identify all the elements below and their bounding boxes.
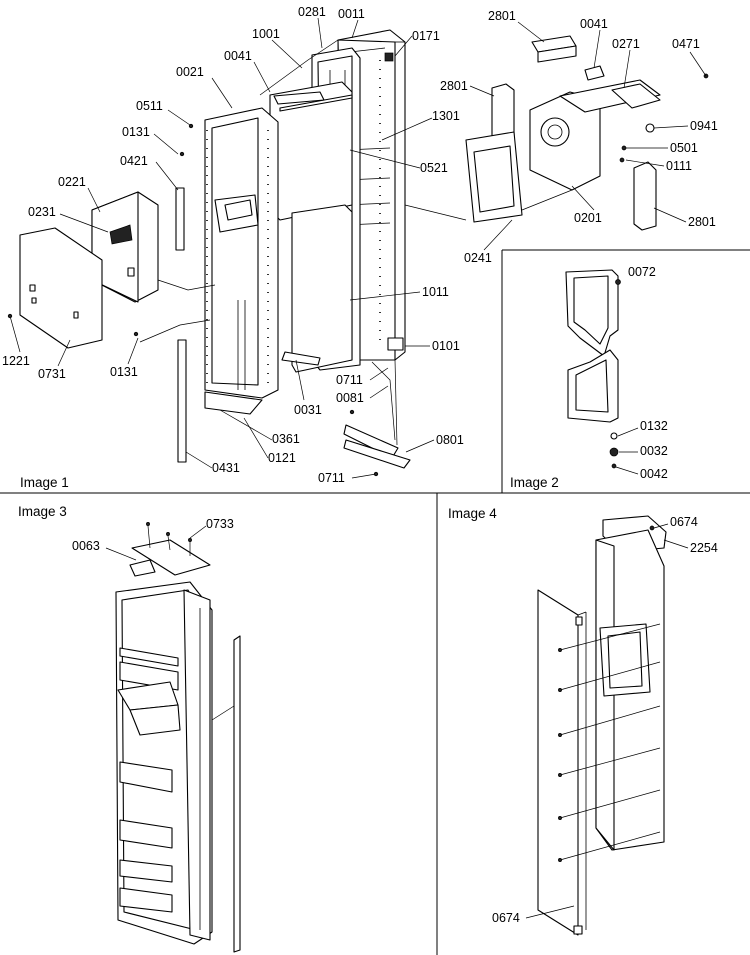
part-label: 1011: [422, 285, 449, 299]
part-label: 2254: [690, 541, 718, 555]
image2-view: 0072 0132 0032 0042 Image 2: [510, 265, 668, 490]
part-label: 0241: [464, 251, 492, 265]
image4-assembly-lines: [558, 623, 661, 862]
side-trim-strip: [233, 635, 241, 953]
part-label: 0674: [670, 515, 698, 529]
part-strip-0431: [177, 339, 187, 463]
part-label: 0063: [72, 539, 100, 553]
part-label: 0171: [412, 29, 440, 43]
screws: [7, 123, 379, 477]
part-label: 0361: [272, 432, 300, 446]
inner-door-liner: [204, 107, 279, 415]
hinge-plate: [131, 539, 211, 576]
panel-label: Image 2: [510, 475, 559, 490]
part-label: 2801: [488, 9, 516, 23]
part-label: 0101: [432, 339, 460, 353]
panel-label: Image 1: [20, 475, 69, 490]
image3-door-assembly: Image 3 0063 0733: [18, 504, 241, 953]
image1-labels: 0281 0011 1001 0171 0021 0041 0511 1301 …: [2, 5, 464, 485]
part-label: 0032: [640, 444, 668, 458]
part-label: 0271: [612, 37, 640, 51]
door-front-cover: [537, 589, 579, 936]
module-labels: 2801 0041 0271 0471 2801 0941 0501 0111 …: [440, 9, 718, 265]
part-label: 0421: [120, 154, 148, 168]
part-label: 0711: [336, 373, 363, 387]
part-label: 0281: [298, 5, 326, 19]
part-label: 0041: [580, 17, 608, 31]
part-label: 0941: [690, 119, 718, 133]
dispenser-motor-module: [404, 35, 709, 231]
part-label: 0011: [338, 7, 365, 21]
part-label: 0121: [268, 451, 296, 465]
part-strip-0421: [175, 187, 185, 251]
lower-insert-panel: [291, 204, 353, 373]
door-shelves: [117, 647, 181, 913]
part-label: 0471: [672, 37, 700, 51]
part-label: 0201: [574, 211, 602, 225]
part-label: 0674: [492, 911, 520, 925]
part-label: 0221: [58, 175, 86, 189]
part-label: 0733: [206, 517, 234, 531]
part-label: 0231: [28, 205, 56, 219]
part-label: 0501: [670, 141, 698, 155]
part-label: 0132: [640, 419, 668, 433]
part-label: 0131: [122, 125, 150, 139]
panel-label: Image 3: [18, 504, 67, 519]
part-label: 0431: [212, 461, 240, 475]
part-label: 0131: [110, 365, 138, 379]
assembly-lines: [139, 39, 398, 446]
part-label: 0041: [224, 49, 252, 63]
image1-leaders: [9, 17, 435, 479]
part-label: 0711: [318, 471, 345, 485]
dispenser-housing: [91, 191, 159, 303]
part-label: 1221: [2, 354, 30, 368]
part-label: 0801: [436, 433, 464, 447]
panel-frames: [0, 249, 750, 955]
part-label: 0021: [176, 65, 204, 79]
image1-exploded-view: 0281 0011 1001 0171 0021 0041 0511 1301 …: [2, 5, 718, 490]
panel-label: Image 4: [448, 506, 497, 521]
part-label: 1301: [432, 109, 460, 123]
part-label: 0521: [420, 161, 448, 175]
part-label: 0042: [640, 467, 668, 481]
part-label: 0081: [336, 391, 364, 405]
module-leaders: [469, 21, 707, 251]
dispenser-panel: [19, 227, 103, 349]
part-label: 0111: [666, 159, 692, 173]
part-label: 0031: [294, 403, 322, 417]
image4-door-assembly: Image 4 0674 2254 0674: [448, 506, 718, 936]
part-label: 2801: [440, 79, 468, 93]
part-label: 0731: [38, 367, 66, 381]
part-label: 0511: [136, 99, 163, 113]
part-label: 0072: [628, 265, 656, 279]
part-label: 2801: [688, 215, 716, 229]
part-label: 1001: [252, 27, 280, 41]
